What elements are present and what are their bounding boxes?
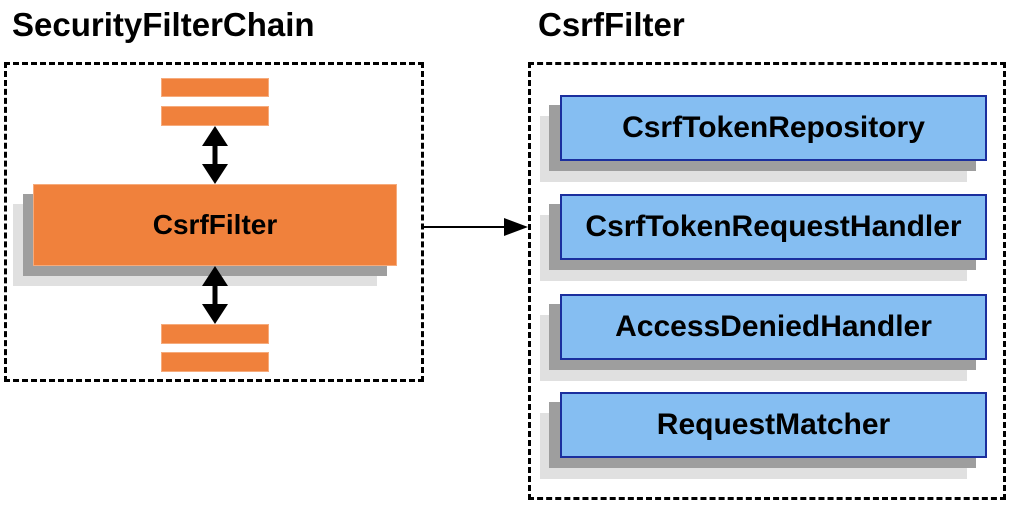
filter-bar (161, 106, 269, 126)
component-label: CsrfTokenRepository (622, 111, 925, 144)
component-label: AccessDeniedHandler (615, 310, 932, 343)
csrf-filter-box: CsrfFilter (33, 184, 397, 266)
security-filter-chain-title: SecurityFilterChain (12, 6, 315, 43)
security-filter-chain-panel (4, 62, 424, 382)
filter-bar (161, 78, 269, 97)
up-down-arrow-icon (202, 266, 228, 324)
component-label: CsrfTokenRequestHandler (585, 210, 962, 243)
component-box-access-denied-handler: AccessDeniedHandler (560, 294, 987, 360)
csrf-filter-box-label: CsrfFilter (152, 209, 278, 240)
csrf-filter-panel (528, 62, 1006, 500)
up-down-arrow-icon (202, 126, 228, 184)
filter-bar (161, 324, 269, 344)
component-box-csrf-token-repository: CsrfTokenRepository (560, 95, 987, 161)
component-box-request-matcher: RequestMatcher (560, 392, 987, 458)
right-arrow-icon (424, 218, 528, 236)
filter-bar (161, 352, 269, 372)
csrf-filter-title: CsrfFilter (538, 6, 685, 43)
component-label: RequestMatcher (656, 408, 891, 441)
component-box-csrf-token-request-handler: CsrfTokenRequestHandler (560, 194, 987, 260)
